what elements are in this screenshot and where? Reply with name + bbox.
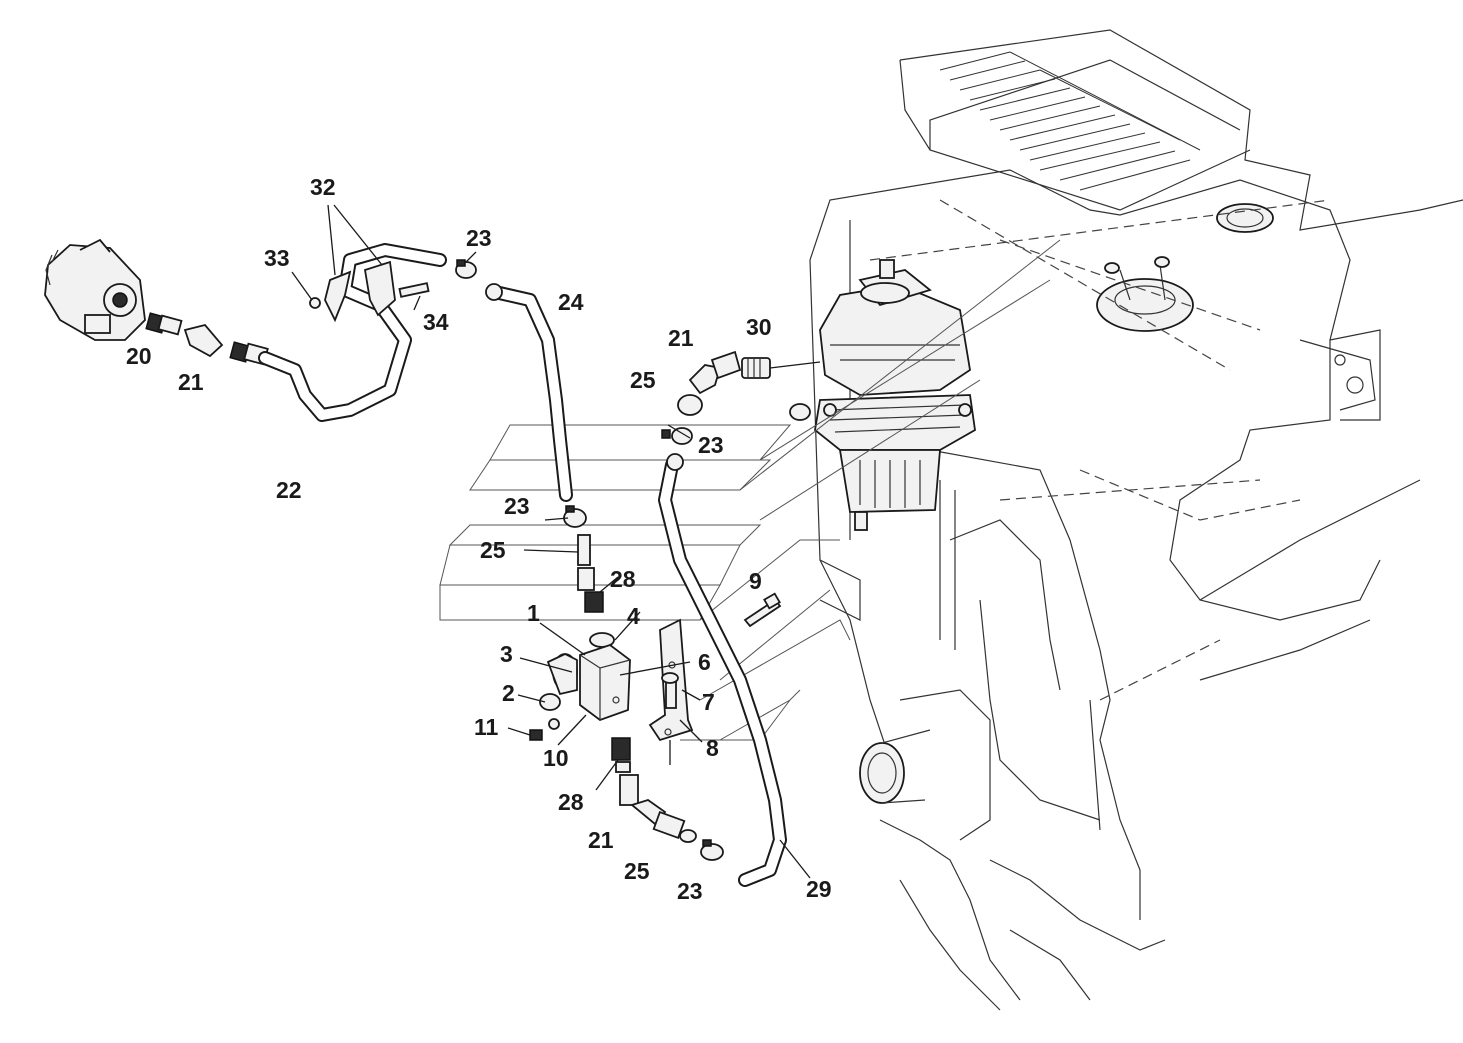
label-21: 21 — [668, 325, 694, 351]
assembly-guide-lines — [439, 239, 1061, 741]
label-23: 23 — [466, 225, 492, 251]
label-25: 25 — [630, 367, 656, 393]
label-21: 21 — [588, 827, 614, 853]
label-21: 21 — [178, 369, 204, 395]
label-25: 25 — [624, 858, 650, 884]
label-24: 24 — [558, 289, 584, 315]
label-29: 29 — [806, 876, 832, 902]
valve-block-1 — [529, 643, 631, 741]
pressure-line-22 — [258, 243, 447, 422]
label-34: 34 — [423, 309, 449, 335]
label-23: 23 — [677, 878, 703, 904]
label-28: 28 — [558, 789, 584, 815]
label-4: 4 — [627, 603, 640, 629]
label-23: 23 — [504, 493, 530, 519]
tee-stack — [563, 505, 615, 648]
lower-fittings — [611, 737, 724, 861]
label-30: 30 — [746, 314, 772, 340]
label-8: 8 — [706, 735, 719, 761]
label-20: 20 — [126, 343, 152, 369]
label-1: 1 — [527, 600, 540, 626]
label-3: 3 — [500, 641, 513, 667]
bracket-6 — [648, 618, 694, 742]
compressor-fittings — [661, 350, 821, 445]
label-6: 6 — [698, 649, 711, 675]
label-32: 32 — [310, 174, 336, 200]
grill-slots — [939, 51, 1201, 191]
label-11: 11 — [474, 714, 499, 740]
engine-housing — [809, 29, 1463, 1011]
return-hose-24 — [455, 259, 573, 502]
label-33: 33 — [264, 245, 290, 271]
label-25: 25 — [480, 537, 506, 563]
label-23: 23 — [698, 432, 724, 458]
clamp-32 — [309, 260, 430, 323]
label-9: 9 — [749, 568, 762, 594]
pump-fittings — [145, 312, 269, 366]
label-22: 22 — [276, 477, 302, 503]
label-2: 2 — [502, 680, 515, 706]
hose-29 — [658, 453, 787, 887]
leader-lines — [291, 204, 811, 879]
part-labels: 32 33 34 23 24 20 21 22 21 30 25 23 23 2… — [126, 174, 832, 904]
label-10: 10 — [543, 745, 569, 771]
bolt-9 — [743, 592, 782, 628]
steering-pump — [44, 238, 146, 341]
label-28: 28 — [610, 566, 636, 592]
label-7: 7 — [702, 689, 715, 715]
air-compressor — [789, 259, 976, 531]
